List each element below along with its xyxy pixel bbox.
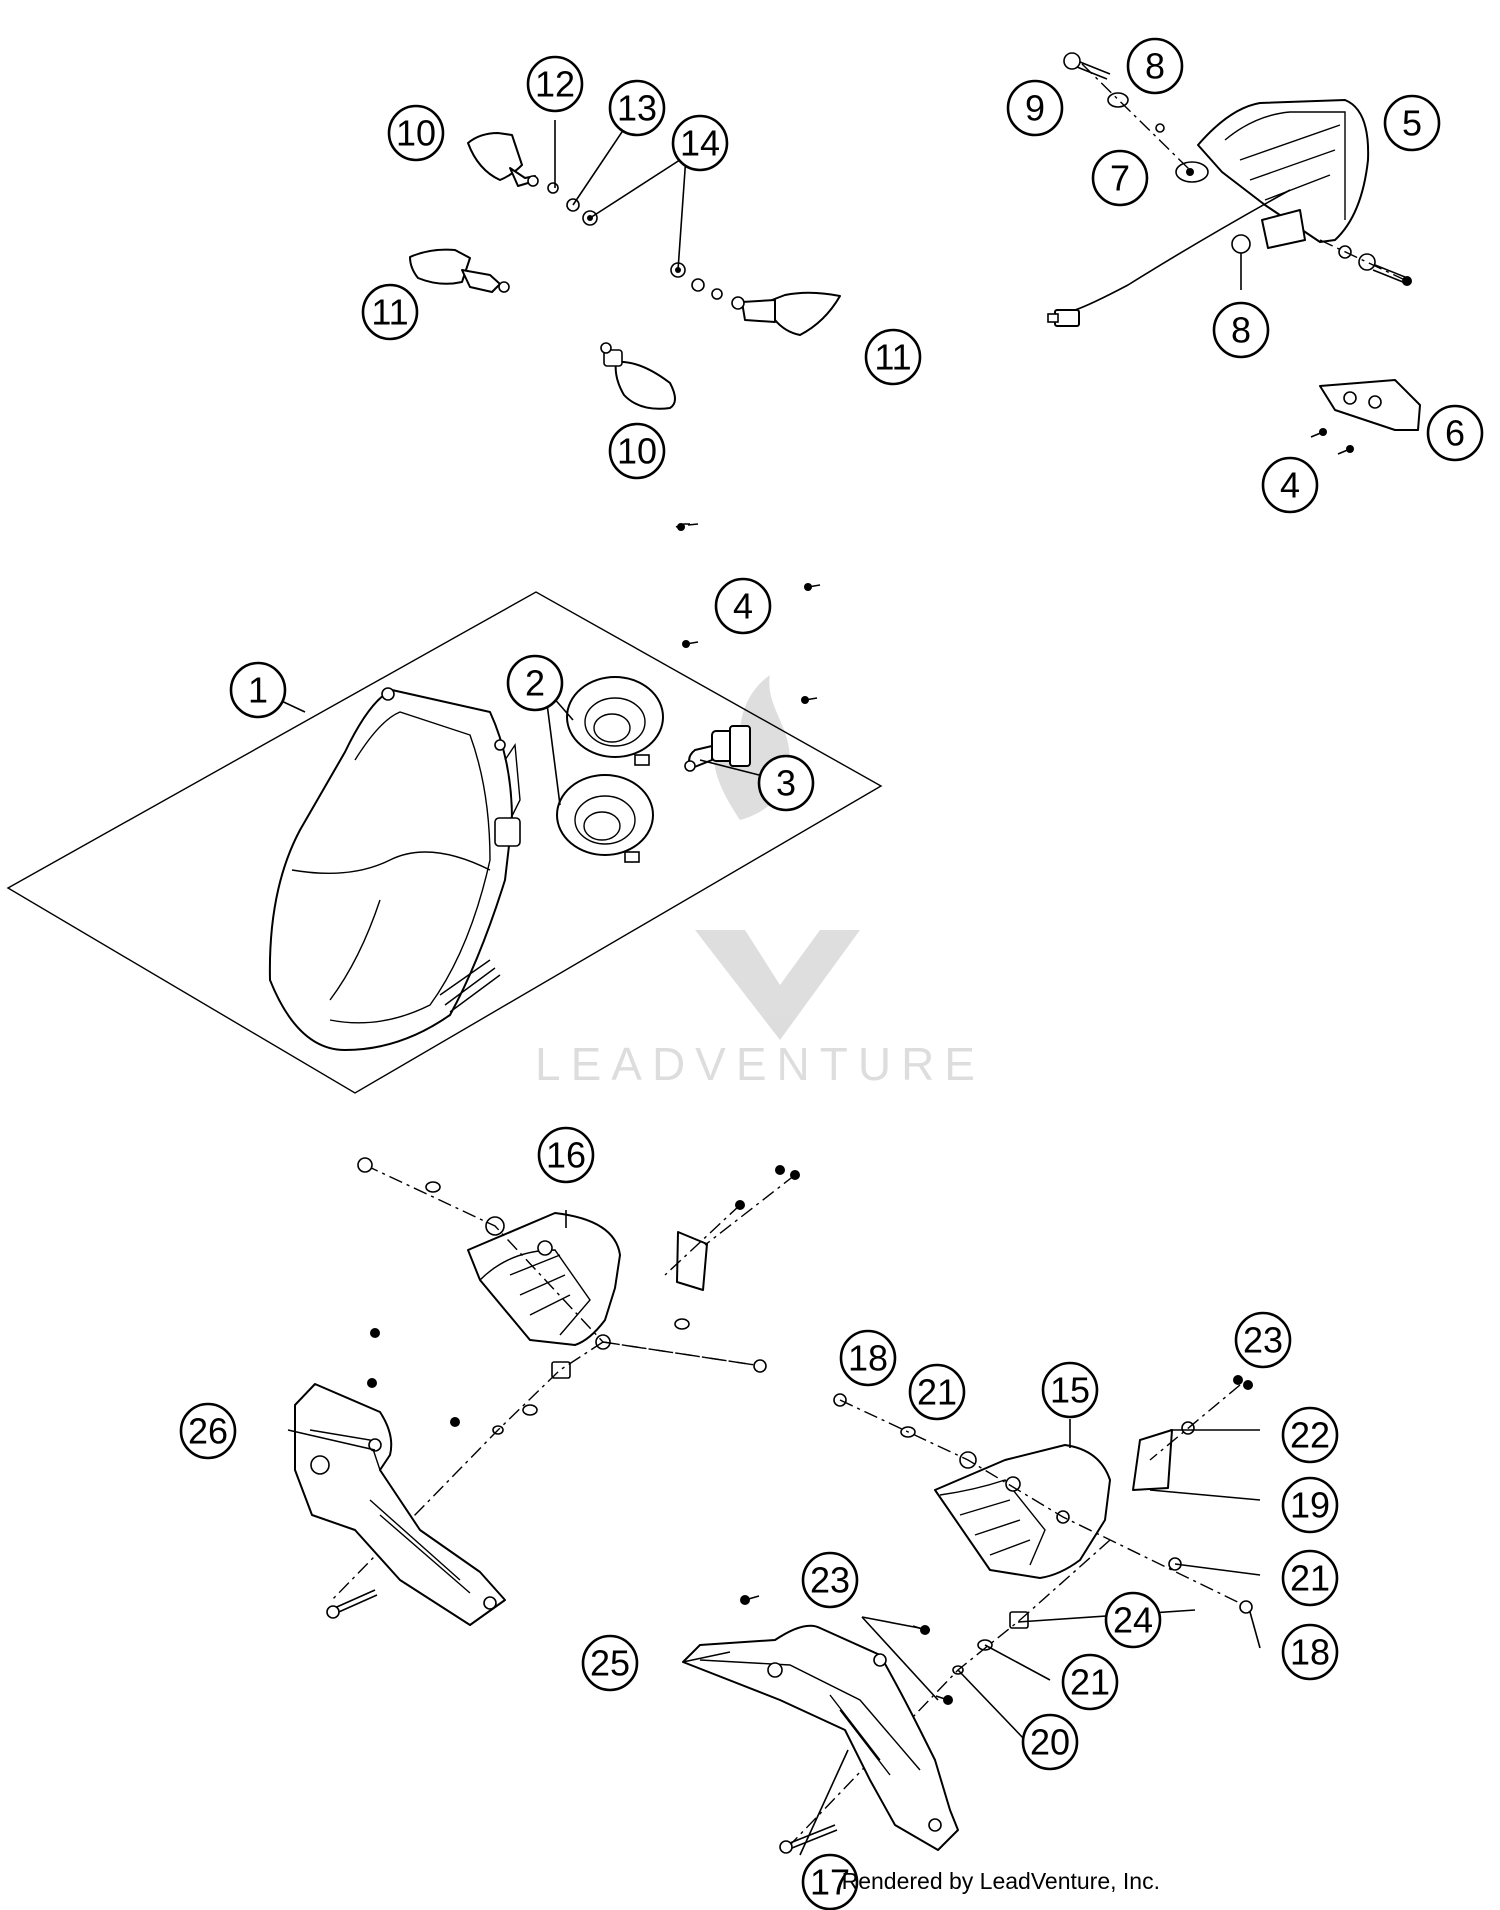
svg-text:18: 18: [848, 1338, 888, 1379]
callout-26: 26: [179, 1402, 237, 1460]
footer-credit: Rendered by LeadVenture, Inc.: [841, 1868, 1160, 1894]
callout-9: 9: [1006, 79, 1064, 137]
callout-25: 25: [581, 1634, 639, 1692]
callout-11-right: 11: [864, 328, 922, 386]
callout-16: 16: [537, 1126, 595, 1184]
svg-text:18: 18: [1290, 1632, 1330, 1673]
callout-1: 1: [229, 661, 287, 719]
callout-18-left: 18: [839, 1329, 897, 1387]
bracket-right: [682, 1595, 959, 1854]
svg-text:6: 6: [1445, 413, 1465, 454]
callout-15: 15: [1041, 1361, 1099, 1419]
svg-text:19: 19: [1290, 1485, 1330, 1526]
callout-12: 12: [526, 55, 584, 113]
svg-text:3: 3: [776, 763, 796, 804]
callout-23-lower: 23: [801, 1551, 859, 1609]
aux-light-lower: [789, 1375, 1253, 1846]
svg-text:22: 22: [1290, 1415, 1330, 1456]
callout-10-top: 10: [387, 104, 445, 162]
svg-text:12: 12: [535, 64, 575, 105]
svg-text:23: 23: [810, 1560, 850, 1601]
svg-text:16: 16: [546, 1135, 586, 1176]
bracket-left: [294, 1328, 506, 1626]
screws-group-4: [675, 523, 821, 704]
svg-text:20: 20: [1030, 1722, 1070, 1763]
callout-3: 3: [757, 754, 815, 812]
callout-24: 24: [1104, 1591, 1162, 1649]
svg-text:8: 8: [1231, 310, 1251, 351]
svg-text:4: 4: [1280, 465, 1300, 506]
headlight-housing: [268, 687, 521, 1051]
callout-14: 14: [671, 114, 729, 172]
svg-text:23: 23: [1243, 1320, 1283, 1361]
callout-2: 2: [506, 654, 564, 712]
svg-text:10: 10: [617, 431, 657, 472]
watermark-text: LEADVENTURE: [535, 1038, 985, 1090]
svg-text:21: 21: [917, 1372, 957, 1413]
svg-text:7: 7: [1110, 158, 1130, 199]
callout-21-lower: 21: [1061, 1653, 1119, 1711]
callout-19: 19: [1281, 1476, 1339, 1534]
callout-8-top: 8: [1126, 37, 1184, 95]
license-bracket: [1310, 379, 1421, 455]
callout-8-lower: 8: [1212, 301, 1270, 359]
svg-text:10: 10: [396, 113, 436, 154]
svg-text:26: 26: [188, 1411, 228, 1452]
tail-light-hardware: [1063, 52, 1412, 290]
callout-6: 6: [1426, 404, 1484, 462]
callout-17: 17: [801, 1853, 859, 1910]
svg-text:8: 8: [1145, 46, 1165, 87]
svg-text:2: 2: [525, 663, 545, 704]
svg-text:9: 9: [1025, 88, 1045, 129]
svg-text:11: 11: [371, 292, 408, 333]
svg-text:5: 5: [1402, 103, 1422, 144]
bulb-sockets: [556, 676, 664, 863]
callout-10-bottom: 10: [608, 422, 666, 480]
svg-text:17: 17: [810, 1862, 850, 1903]
callout-18-right: 18: [1281, 1623, 1339, 1681]
svg-text:14: 14: [680, 123, 720, 164]
svg-text:13: 13: [617, 88, 657, 129]
svg-text:24: 24: [1113, 1600, 1153, 1641]
svg-text:21: 21: [1290, 1558, 1330, 1599]
kit-outline: [6, 591, 883, 1094]
turn-signals: [409, 132, 841, 410]
bulb: [684, 725, 751, 772]
callout-23-top: 23: [1234, 1311, 1292, 1369]
callout-21-right: 21: [1281, 1549, 1339, 1607]
tail-light: [1047, 99, 1370, 327]
callout-22: 22: [1281, 1406, 1339, 1464]
callout-5: 5: [1383, 94, 1441, 152]
callout-4-upper: 4: [714, 577, 772, 635]
aux-light-upper: [329, 1157, 800, 1603]
svg-text:1: 1: [248, 670, 268, 711]
callout-4-right: 4: [1261, 456, 1319, 514]
callout-20: 20: [1021, 1713, 1079, 1771]
svg-text:11: 11: [874, 337, 911, 378]
callout-21-top: 21: [908, 1363, 966, 1421]
callout-11-left: 11: [361, 283, 419, 341]
callout-7: 7: [1091, 149, 1149, 207]
svg-text:15: 15: [1050, 1370, 1090, 1411]
svg-text:25: 25: [590, 1643, 630, 1684]
svg-text:4: 4: [733, 586, 753, 627]
svg-text:21: 21: [1070, 1662, 1110, 1703]
small-hardware-12-14: [547, 182, 723, 300]
callout-13: 13: [608, 79, 666, 137]
footer: Rendered by LeadVenture, Inc.: [0, 1868, 1500, 1908]
